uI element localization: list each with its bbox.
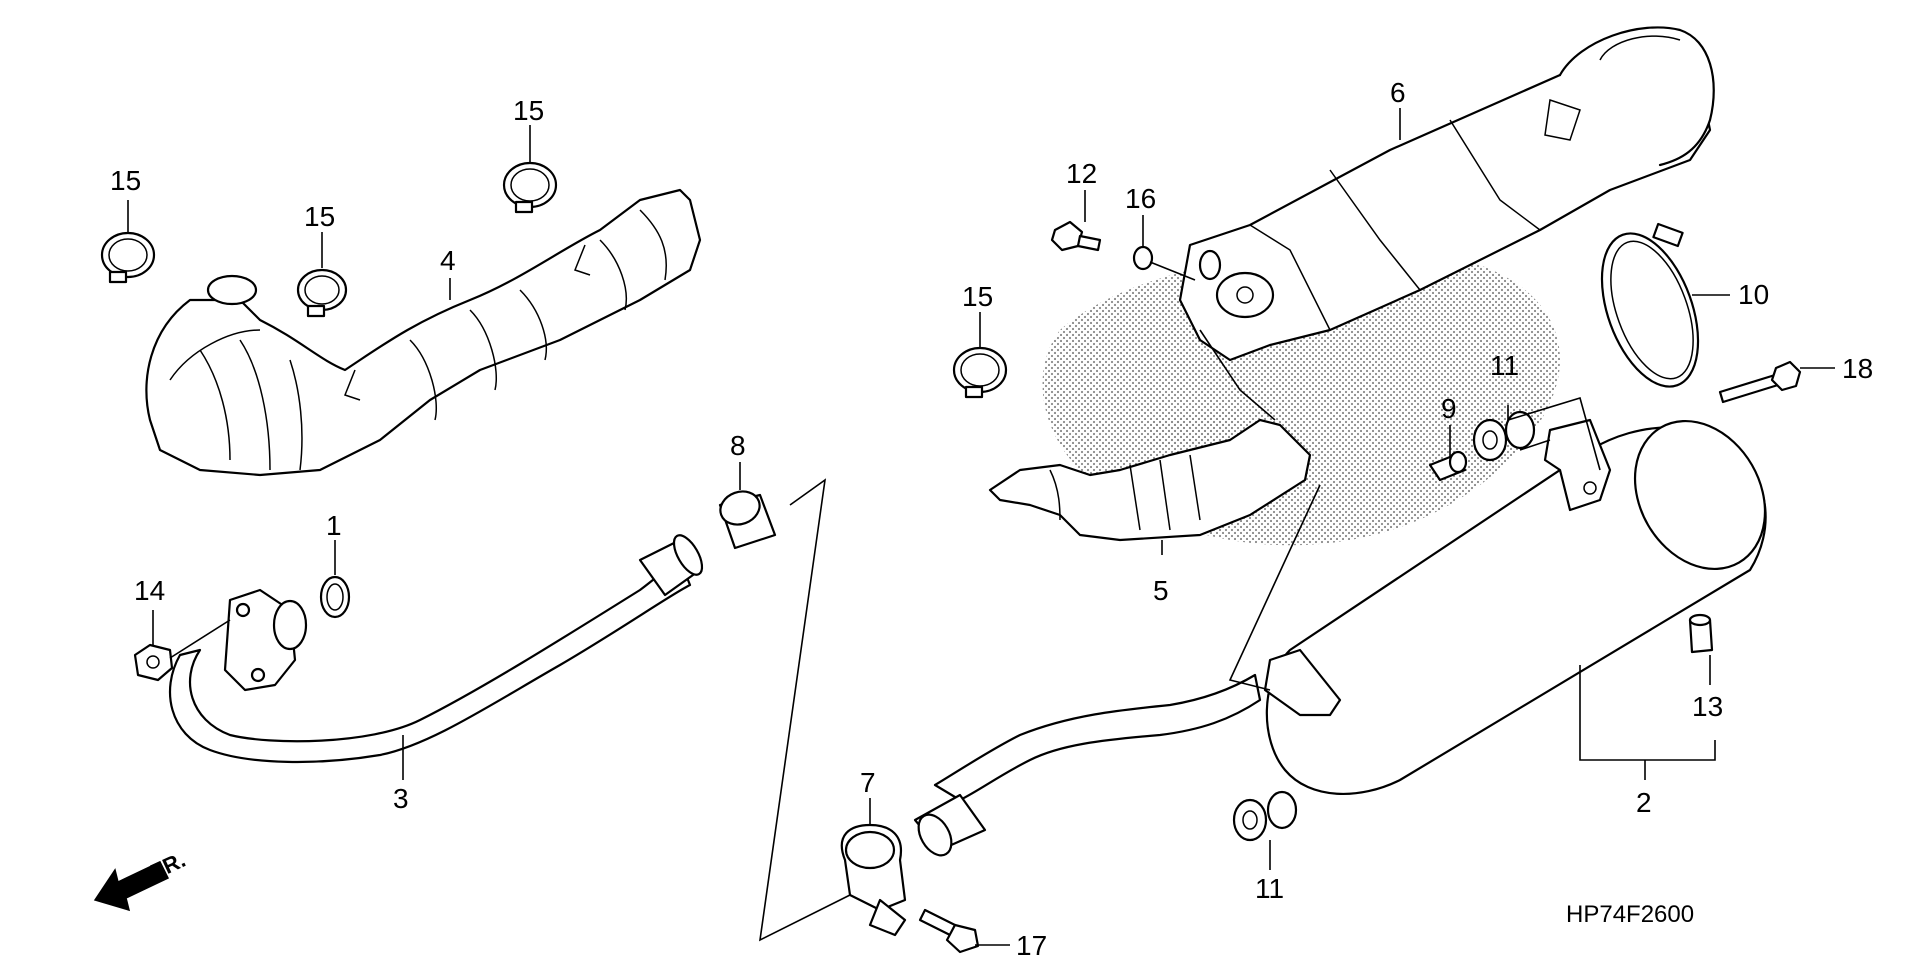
callout-10: 10 — [1738, 279, 1769, 310]
callout-11-lower: 11 — [1255, 873, 1284, 904]
callout-7: 7 — [860, 767, 876, 798]
callout-3: 3 — [393, 783, 409, 814]
part-6-muffler-protector — [1178, 26, 1715, 362]
callout-14: 14 — [134, 575, 165, 606]
callout-18: 18 — [1842, 353, 1873, 384]
callout-numbers: 15 15 15 4 1 14 3 8 7 17 15 12 16 6 5 9 … — [110, 77, 1873, 959]
callout-15-a: 15 — [110, 165, 141, 196]
front-direction-arrow: FR. — [93, 847, 189, 912]
part-13-plug — [1688, 613, 1714, 654]
callout-11-upper: 11 — [1490, 350, 1519, 381]
part-11-grommet-upper — [1472, 410, 1536, 462]
callout-15-c: 15 — [513, 95, 544, 126]
part-15-band-clamp-a — [100, 231, 156, 284]
part-4-heat-protector — [145, 188, 702, 477]
callout-16: 16 — [1125, 183, 1156, 214]
part-2-muffler — [913, 418, 1767, 857]
callout-17: 17 — [1016, 930, 1047, 959]
part-16-washer — [1132, 245, 1154, 271]
part-18-bolt — [1718, 360, 1802, 404]
part-12-bolt — [1050, 220, 1102, 252]
callout-5: 5 — [1153, 575, 1169, 606]
part-10-band — [1600, 222, 1700, 388]
part-3-exhaust-pipe — [168, 534, 704, 764]
part-14-nut — [133, 643, 174, 682]
diagram-reference-code: HP74F2600 — [1566, 901, 1694, 928]
part-15-band-clamp-d — [952, 346, 1008, 399]
callout-13: 13 — [1692, 691, 1723, 722]
part-5-lower-protector — [988, 418, 1312, 542]
callout-6: 6 — [1390, 77, 1406, 108]
callout-4: 4 — [440, 245, 456, 276]
part-17-bolt — [918, 908, 980, 954]
callout-9: 9 — [1441, 393, 1457, 424]
callout-12: 12 — [1066, 158, 1097, 189]
callout-8: 8 — [730, 430, 746, 461]
part-7-exhaust-clamp — [840, 823, 907, 937]
part-15-band-clamp-c — [502, 161, 558, 214]
part-11-grommet-lower — [1232, 790, 1298, 842]
part-1-gasket — [319, 575, 351, 619]
part-9-collar — [1428, 450, 1468, 482]
leader-lines — [127, 108, 1835, 946]
callout-1: 1 — [326, 510, 342, 541]
part-8-collar — [718, 490, 777, 550]
callout-15-b: 15 — [304, 201, 335, 232]
callout-2: 2 — [1636, 787, 1652, 818]
callout-15-d: 15 — [962, 281, 993, 312]
part-15-band-clamp-b — [296, 268, 348, 318]
